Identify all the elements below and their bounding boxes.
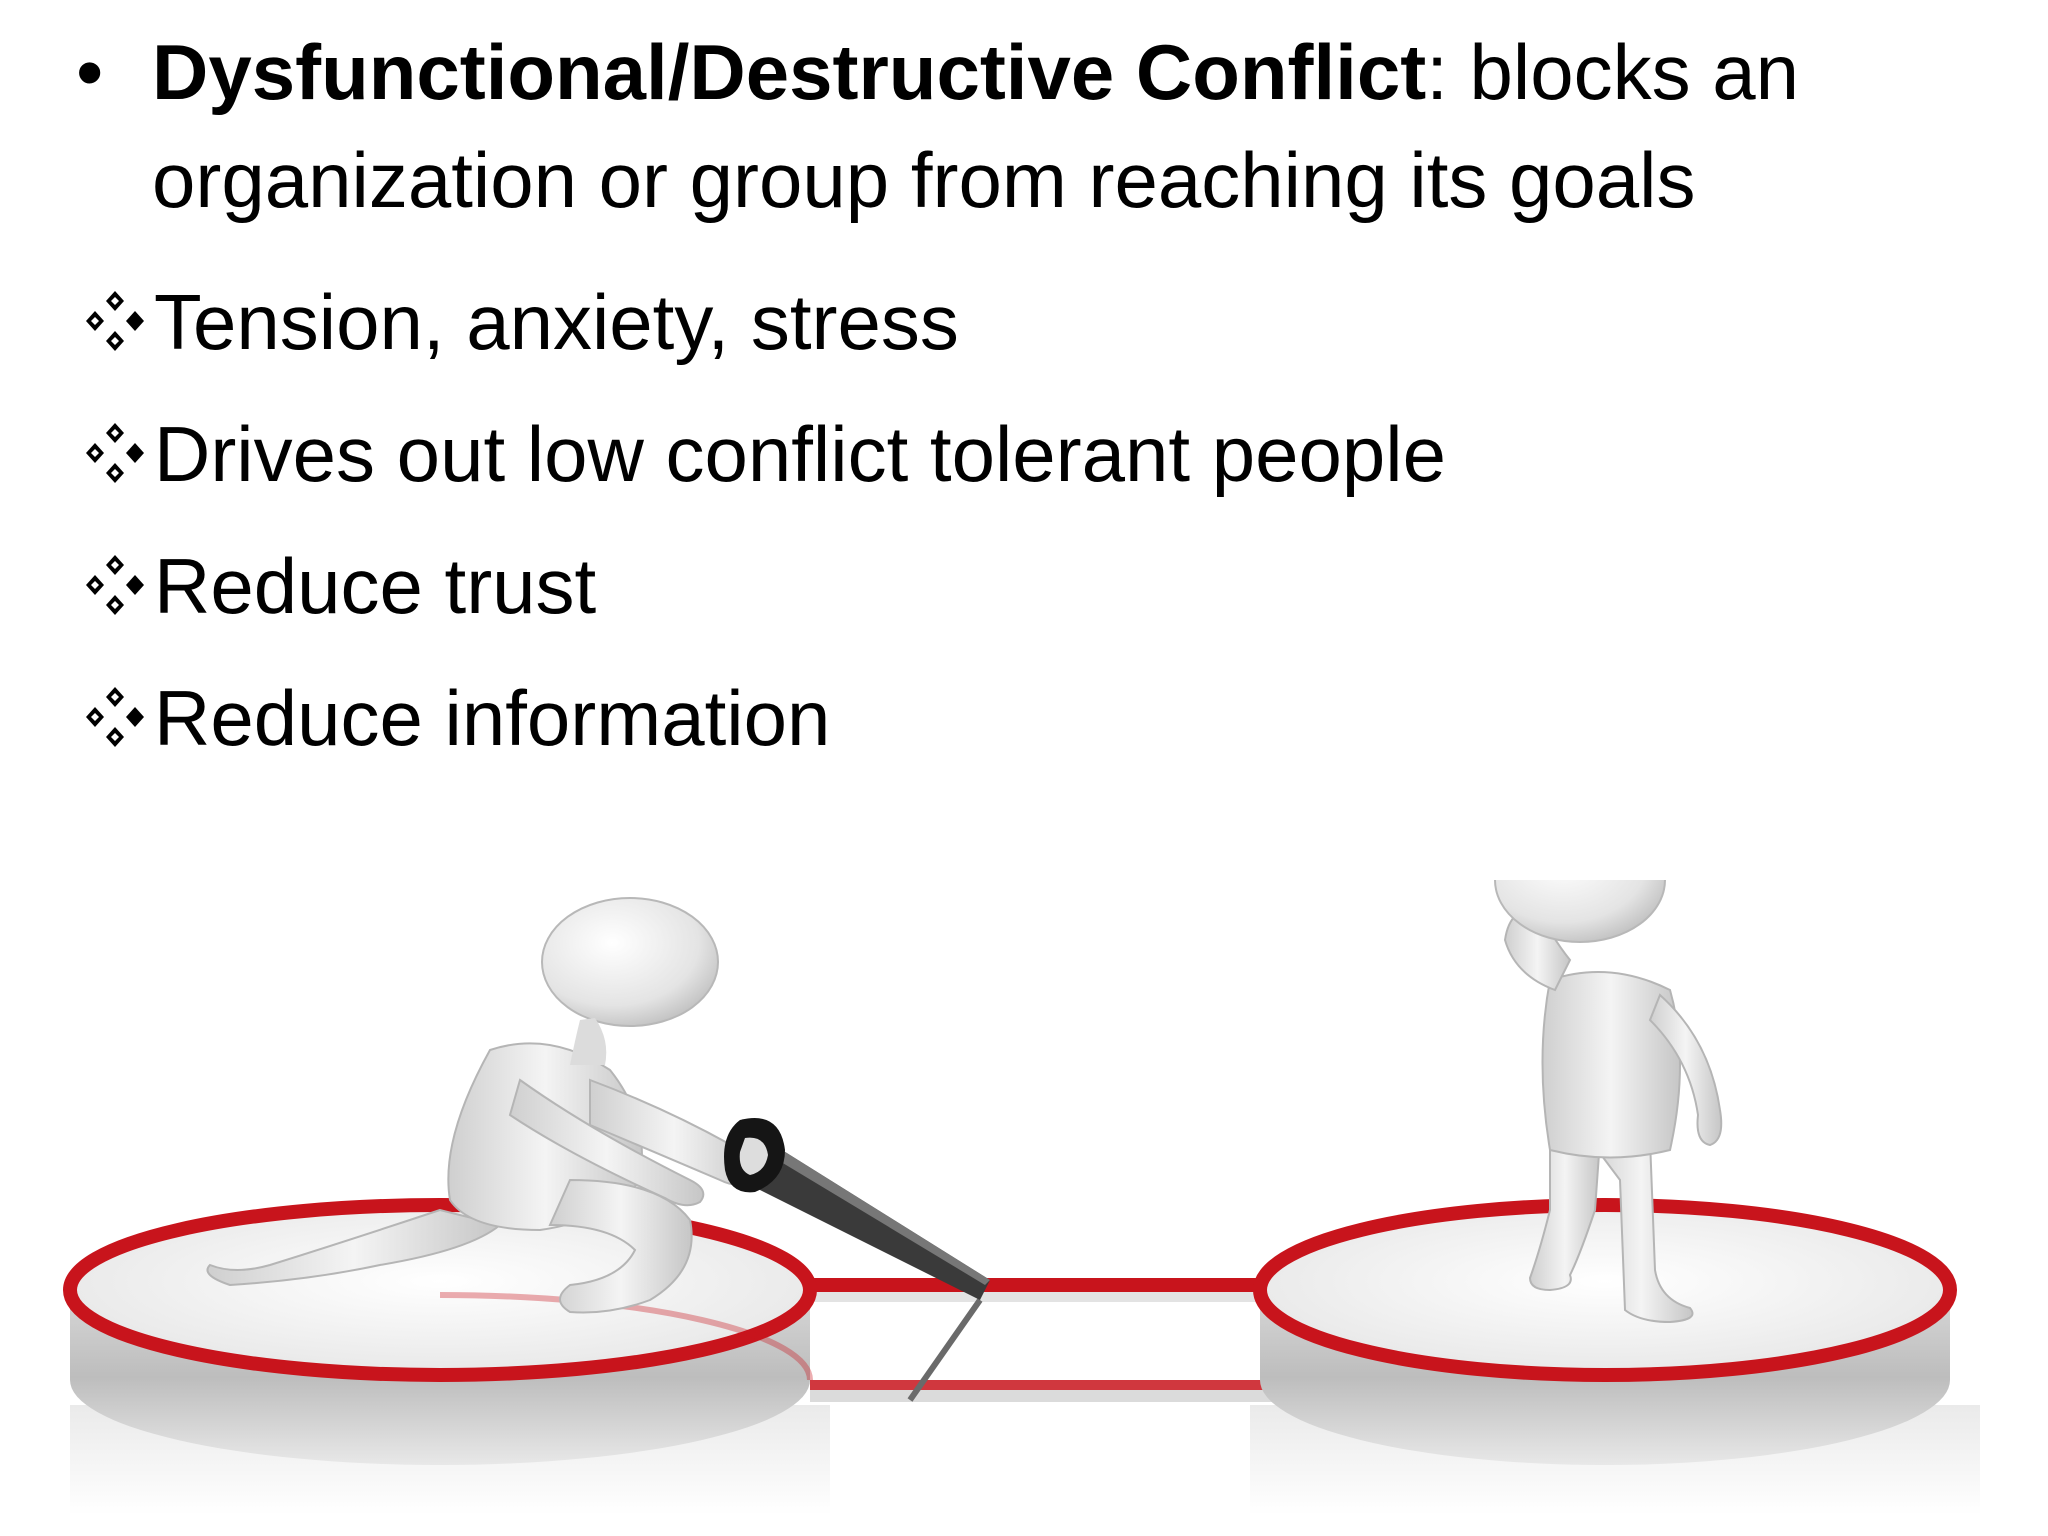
link-shadow <box>907 1298 983 1402</box>
sub-bullet-list: Tension, anxiety, stress Drives out low … <box>76 256 2016 784</box>
bullet-dot: • <box>76 28 104 116</box>
saw <box>724 1118 990 1300</box>
definition-line-2: organization or group from reaching its … <box>152 136 1696 224</box>
link-bar-side <box>790 1292 1300 1302</box>
sub-item-drives-out: Drives out low conflict tolerant people <box>76 388 2016 520</box>
term-separator: : <box>1426 28 1448 116</box>
sub-item-label: Tension, anxiety, stress <box>154 277 959 366</box>
definition-line-1: blocks an <box>1447 28 1800 116</box>
right-platform <box>1253 1198 1957 1465</box>
sub-item-tension: Tension, anxiety, stress <box>76 256 2016 388</box>
left-platform <box>63 1198 817 1468</box>
sub-item-reduce-information: Reduce information <box>76 652 2016 784</box>
slide-text: • Dysfunctional/Destructive Conflict: bl… <box>76 18 2016 784</box>
sub-item-reduce-trust: Reduce trust <box>76 520 2016 652</box>
conflict-illustration <box>63 880 1980 1515</box>
link-bar-top <box>790 1278 1300 1292</box>
sub-item-label: Drives out low conflict tolerant people <box>154 409 1446 498</box>
sub-item-label: Reduce information <box>154 673 831 762</box>
link-bar-lower <box>810 1380 1290 1390</box>
conflict-term: Dysfunctional/Destructive Conflict <box>152 28 1427 116</box>
diamond-cluster-icon <box>86 423 144 483</box>
diamond-cluster-icon <box>86 555 144 615</box>
sawing-figure <box>206 897 759 1314</box>
worried-figure <box>1494 880 1723 1324</box>
link-bar-lower-side <box>810 1390 1290 1402</box>
diamond-cluster-icon <box>86 291 144 351</box>
sub-item-label: Reduce trust <box>154 541 597 630</box>
main-bullet: • Dysfunctional/Destructive Conflict: bl… <box>76 18 2016 234</box>
diamond-cluster-icon <box>86 687 144 747</box>
